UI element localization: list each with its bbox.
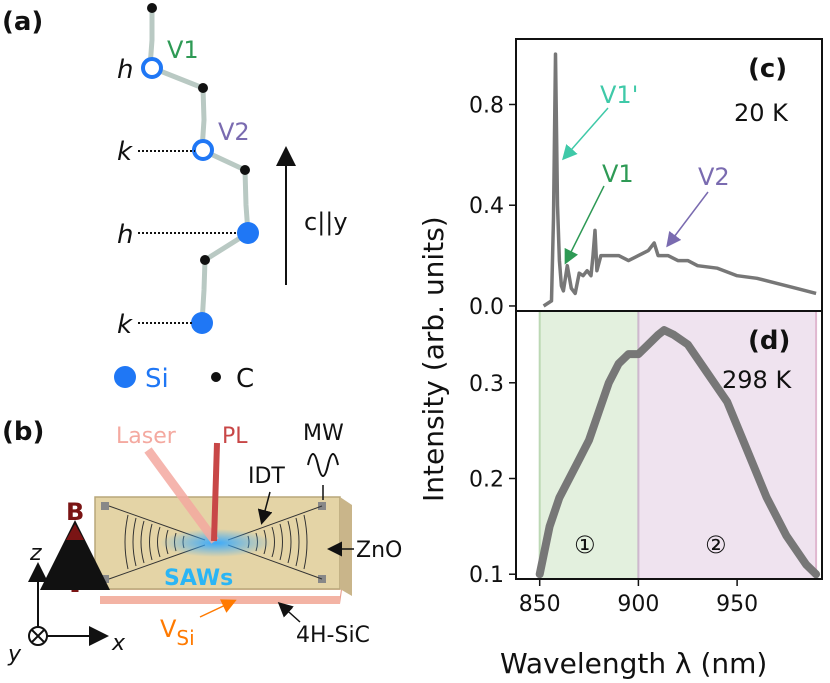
chain-bonds (147, 8, 251, 324)
panel-b-label: (b) (2, 417, 44, 447)
carbon-atom (198, 83, 208, 93)
si-atom (237, 222, 259, 244)
vsi-label: VSi (160, 615, 195, 650)
panel-d-spectrum-line (535, 326, 821, 579)
saw-glow (160, 529, 272, 557)
legend-c-marker (211, 372, 221, 382)
panel-c-label: (c) (748, 54, 787, 84)
panel-d-frame (515, 310, 823, 580)
idt-arrow (257, 491, 273, 525)
mw-label: MW (303, 421, 344, 446)
si-atom (191, 312, 213, 334)
b-field-label: B (66, 498, 84, 526)
arrow-v1-prime (562, 107, 609, 161)
panel-cd: 0.0 0.4 0.8 0.1 0.2 0.3 850 900 950 (c) 20 K (… (417, 38, 823, 680)
y-tick-label: 0.0 (469, 295, 504, 320)
annotation-v1: V1 (602, 160, 634, 188)
defect-label-v2: V2 (218, 118, 250, 146)
panel-a: (a) h k h k V1 V2 c||y Si C (2, 3, 348, 394)
vsi-arrow (199, 599, 237, 618)
region-label-2: ② (705, 531, 727, 559)
y-tick-label: 0.1 (469, 563, 504, 588)
x-axis-label: x (111, 631, 126, 656)
site-label-h1: h (117, 55, 133, 85)
c-axis-label: c||y (304, 208, 348, 236)
si-vacancy-v2 (192, 139, 214, 161)
x-ticks: 850 900 950 (519, 579, 758, 617)
substrate-layer-edge (100, 596, 340, 604)
zno-label: ZnO (356, 538, 402, 563)
panel-b: (b) (2, 417, 402, 667)
pl-label: PL (222, 424, 248, 449)
carbon-atom (147, 3, 157, 13)
y-tick-label: 0.8 (469, 93, 504, 118)
si-vacancy-v1 (141, 57, 163, 79)
region-label-1: ① (574, 531, 596, 559)
legend-si-label: Si (145, 364, 169, 394)
panel-c-spectrum-line (542, 52, 817, 308)
panel-d-y-ticks: 0.1 0.2 0.3 (469, 372, 516, 588)
legend-c-label: C (236, 364, 254, 394)
y-tick-label: 0.4 (469, 194, 504, 219)
z-axis-label: z (29, 541, 42, 566)
x-tick-label: 900 (617, 592, 659, 617)
panel-a-label: (a) (2, 7, 43, 37)
y-axis-title: Intensity (arb. units) (417, 216, 450, 502)
arrow-v2 (666, 191, 709, 248)
y-tick-label: 0.3 (469, 372, 504, 397)
site-label-h2: h (117, 220, 133, 250)
pl-beam (211, 442, 220, 542)
idt-pad (101, 502, 109, 510)
annotation-v1-prime: V1' (600, 81, 638, 109)
legend-si-marker (114, 366, 136, 388)
annotation-v2: V2 (698, 163, 730, 191)
panel-c-temperature: 20 K (734, 99, 789, 127)
substrate-label: 4H-SiC (296, 623, 370, 648)
laser-beam (144, 447, 219, 544)
x-axis-title: Wavelength λ (nm) (500, 647, 767, 680)
mw-wave-icon (307, 453, 339, 477)
y-axis-label: y (7, 642, 22, 667)
panel-d-temperature: 298 K (722, 366, 792, 394)
site-label-k2: k (117, 310, 133, 340)
carbon-atom (200, 255, 210, 265)
idt-pad (101, 575, 109, 583)
y-tick-label: 0.2 (469, 468, 504, 493)
saws-label: SAWs (164, 566, 233, 591)
laser-label: Laser (116, 424, 177, 449)
idt-label: IDT (248, 464, 285, 489)
substrate-arrow (277, 601, 301, 623)
defect-label-v1: V1 (167, 36, 199, 64)
arrow-v1 (564, 185, 605, 265)
x-tick-label: 850 (519, 592, 561, 617)
x-tick-label: 950 (716, 592, 758, 617)
panel-c-y-ticks: 0.0 0.4 0.8 (469, 93, 516, 320)
panel-d-label: (d) (748, 326, 790, 356)
site-label-k1: k (117, 137, 133, 167)
carbon-atom (240, 165, 250, 175)
